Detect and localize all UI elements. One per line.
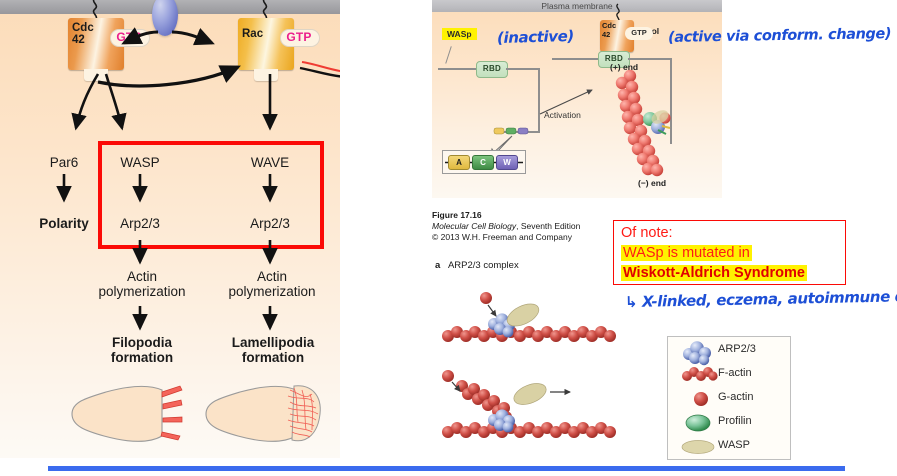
wasp-backbone-right bbox=[506, 68, 540, 70]
wasp-wave-highlight-box bbox=[98, 141, 324, 249]
wasp-backbone-bottom bbox=[494, 131, 540, 133]
bottom-blue-rule bbox=[48, 466, 845, 471]
wasp-backbone-left bbox=[438, 68, 476, 70]
filopodia-cell-illustration bbox=[71, 385, 183, 442]
legend-item-factin: F-actin bbox=[674, 364, 786, 386]
cdc42-label-line1: Cdc bbox=[72, 22, 94, 34]
par6-label: Par6 bbox=[49, 155, 79, 170]
panel-letter-a: a bbox=[435, 260, 441, 271]
actin-to-structure-arrows bbox=[132, 306, 278, 331]
arp23-complex-section-heading: a ARP2/3 complex bbox=[435, 260, 519, 271]
f-actin-chain-icon bbox=[682, 367, 718, 381]
wasp-ellipse-icon bbox=[681, 440, 715, 454]
minus-end-label: (−) end bbox=[638, 178, 667, 188]
receptor-blob-icon bbox=[152, 0, 178, 36]
legend-item-profilin: Profilin bbox=[674, 412, 786, 434]
rac-label-line1: Rac bbox=[242, 28, 264, 40]
arp-to-actin-arrows bbox=[132, 240, 278, 265]
arp23-branching-illustration bbox=[442, 292, 616, 438]
plasma-membrane-band-right bbox=[432, 0, 722, 12]
wasp-activation-diagram-panel: Plasma membrane Cytosol Cdc 42 GTP WASp … bbox=[432, 0, 722, 198]
legend-label-profilin: Profilin bbox=[718, 415, 752, 427]
of-note-heading: Of note: bbox=[621, 225, 673, 241]
receptor-to-gtpases-arrows bbox=[121, 27, 215, 46]
legend-label-wasp: WASP bbox=[718, 439, 750, 451]
plasma-membrane-label: Plasma membrane bbox=[541, 1, 613, 11]
wasp-label: WASP bbox=[120, 155, 160, 170]
effector-to-output-arrows bbox=[56, 174, 278, 203]
legend-item-arp23: ARP2/3 bbox=[674, 340, 786, 366]
wasp-active-backbone-right bbox=[628, 58, 672, 60]
acw-domain-box: A C W bbox=[442, 150, 526, 174]
rac-gtp-pill bbox=[280, 29, 320, 47]
legend-item-wasp: WASP bbox=[674, 436, 786, 458]
arp23-right-label: Arp2/3 bbox=[250, 216, 290, 231]
of-note-callout-box: Of note: WASp is mutated in Wiskott-Aldr… bbox=[613, 220, 846, 285]
rac-notch bbox=[254, 69, 278, 81]
book-edition: , Seventh Edition bbox=[516, 221, 581, 231]
actin-filament-illustration bbox=[615, 69, 671, 177]
legend-label-gactin: G-actin bbox=[718, 391, 754, 403]
c-domain-segment: C bbox=[472, 155, 494, 170]
handwritten-active-annotation: (active via conform. change) bbox=[667, 26, 892, 46]
figure-caption: Figure 17.16 Molecular Cell Biology, Sev… bbox=[432, 210, 612, 243]
figure-copyright: © 2013 W.H. Freeman and Company bbox=[432, 232, 572, 242]
arp23-complex-title: ARP2/3 complex bbox=[447, 260, 519, 271]
wasp-tag-leader-line bbox=[445, 46, 453, 64]
lamellipodia-cell-illustration bbox=[205, 385, 321, 442]
rac-gtpase-node: Rac GTP bbox=[238, 18, 320, 81]
handwritten-xlinked-annotation: ↳ X-linked, eczema, autoimmune def. bbox=[624, 286, 897, 312]
figure-source-line: Molecular Cell Biology, Seventh Edition bbox=[432, 221, 612, 232]
inhibition-curve-icon bbox=[299, 61, 340, 78]
cdc42-right-line1: Cdc bbox=[602, 21, 617, 30]
rbd-box-inactive: RBD bbox=[476, 61, 508, 78]
acw-inline-domains-icon bbox=[493, 127, 529, 135]
wasp-active-backbone-down bbox=[670, 58, 672, 144]
wave-label: WAVE bbox=[250, 155, 290, 170]
cdc42-right-gtp-label: GTP bbox=[631, 28, 647, 37]
of-note-line-mutated: WASp is mutated in bbox=[621, 245, 752, 261]
legend-label-factin: F-actin bbox=[718, 367, 752, 379]
wasp-backbone-fold bbox=[538, 68, 540, 132]
profilin-ellipse-icon bbox=[685, 414, 711, 432]
a-domain-segment: A bbox=[448, 155, 470, 170]
book-title: Molecular Cell Biology bbox=[432, 221, 517, 231]
arp23-left-label: Arp2/3 bbox=[120, 216, 160, 231]
of-note-line-syndrome: Wiskott-Aldrich Syndrome bbox=[621, 265, 807, 281]
gtpase-to-effector-arrows bbox=[71, 73, 278, 131]
wasp-inactive-tag: WASp bbox=[442, 28, 477, 40]
activation-arrow-icon bbox=[539, 89, 593, 115]
cdc42-gtpase-node-right: Cdc 42 GTP bbox=[600, 20, 653, 59]
cdc42-right-line2: 42 bbox=[602, 29, 611, 39]
activation-label: Activation bbox=[544, 110, 581, 120]
figure-number: Figure 17.16 bbox=[432, 210, 482, 220]
legend-item-gactin: G-actin bbox=[674, 388, 786, 410]
cdc42-label-line2: 42 bbox=[72, 34, 85, 46]
lipid-tail-icon-rac bbox=[262, 0, 268, 21]
figure-legend-box: ARP2/3 F-actin G-actin Profilin bbox=[667, 336, 791, 460]
arp23-cluster-icon bbox=[683, 341, 711, 366]
left-signalling-diagram-panel: Cdc 42 GTP Rac GTP bbox=[0, 0, 340, 458]
polarity-label: Polarity bbox=[39, 216, 89, 231]
cdc42-right-gtp-pill bbox=[625, 27, 653, 40]
cdc42-to-rac-arrow bbox=[97, 65, 241, 88]
plus-end-label: (+) end bbox=[610, 62, 639, 72]
legend-label-arp23: ARP2/3 bbox=[718, 343, 756, 355]
w-domain-segment: W bbox=[496, 155, 518, 170]
rac-gtp-label: GTP bbox=[286, 30, 312, 44]
handwritten-inactive-annotation: (inactive) bbox=[496, 26, 575, 48]
g-actin-monomer-icon bbox=[694, 392, 708, 406]
rbd-box-active: RBD bbox=[598, 51, 630, 68]
lipid-tail-icon-cdc42 bbox=[92, 0, 98, 21]
wasp-active-backbone-left bbox=[552, 58, 598, 60]
